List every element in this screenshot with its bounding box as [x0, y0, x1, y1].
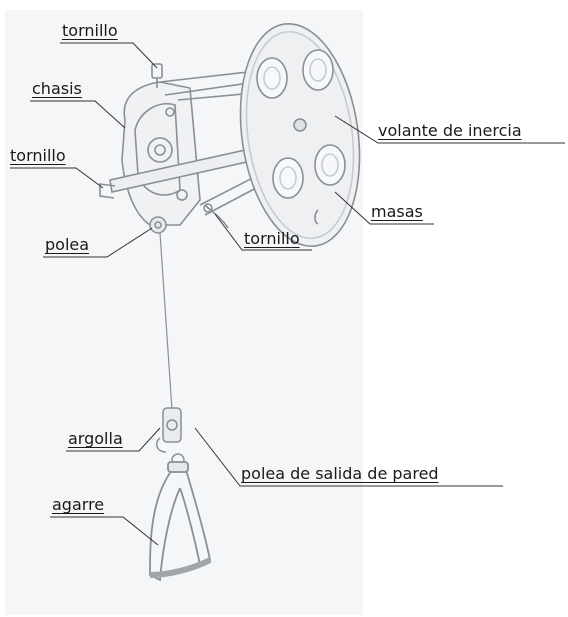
- label-polea: polea: [45, 235, 90, 254]
- flywheel-sketch: [239, 22, 361, 248]
- label-agarre: agarre: [52, 495, 105, 514]
- leader-polea-salida: [194, 427, 503, 487]
- label-tornillo-top: tornillo: [62, 21, 118, 40]
- leader-tornillo-mid: [214, 213, 312, 251]
- leader-volante: [334, 115, 565, 144]
- label-tornillo-mid: tornillo: [244, 229, 300, 248]
- leader-agarre: [50, 516, 159, 546]
- handle-sketch: [149, 461, 212, 582]
- leader-tornillo-top: [60, 42, 158, 69]
- mass-discs: [256, 49, 346, 199]
- label-masas: masas: [371, 202, 423, 221]
- label-argolla: argolla: [68, 429, 123, 448]
- leader-chasis: [30, 100, 126, 129]
- leader-masas: [334, 191, 434, 225]
- leader-argolla: [66, 427, 161, 452]
- leader-lines: [10, 42, 565, 546]
- label-volante-de-inercia: volante de inercia: [378, 121, 522, 140]
- label-chasis: chasis: [32, 79, 82, 98]
- pulley-and-cable: [149, 216, 173, 411]
- label-polea-de-salida: polea de salida de pared: [241, 464, 439, 483]
- leader-tornillo-left: [10, 167, 104, 189]
- leader-polea: [43, 227, 153, 258]
- label-tornillo-left: tornillo: [10, 146, 66, 165]
